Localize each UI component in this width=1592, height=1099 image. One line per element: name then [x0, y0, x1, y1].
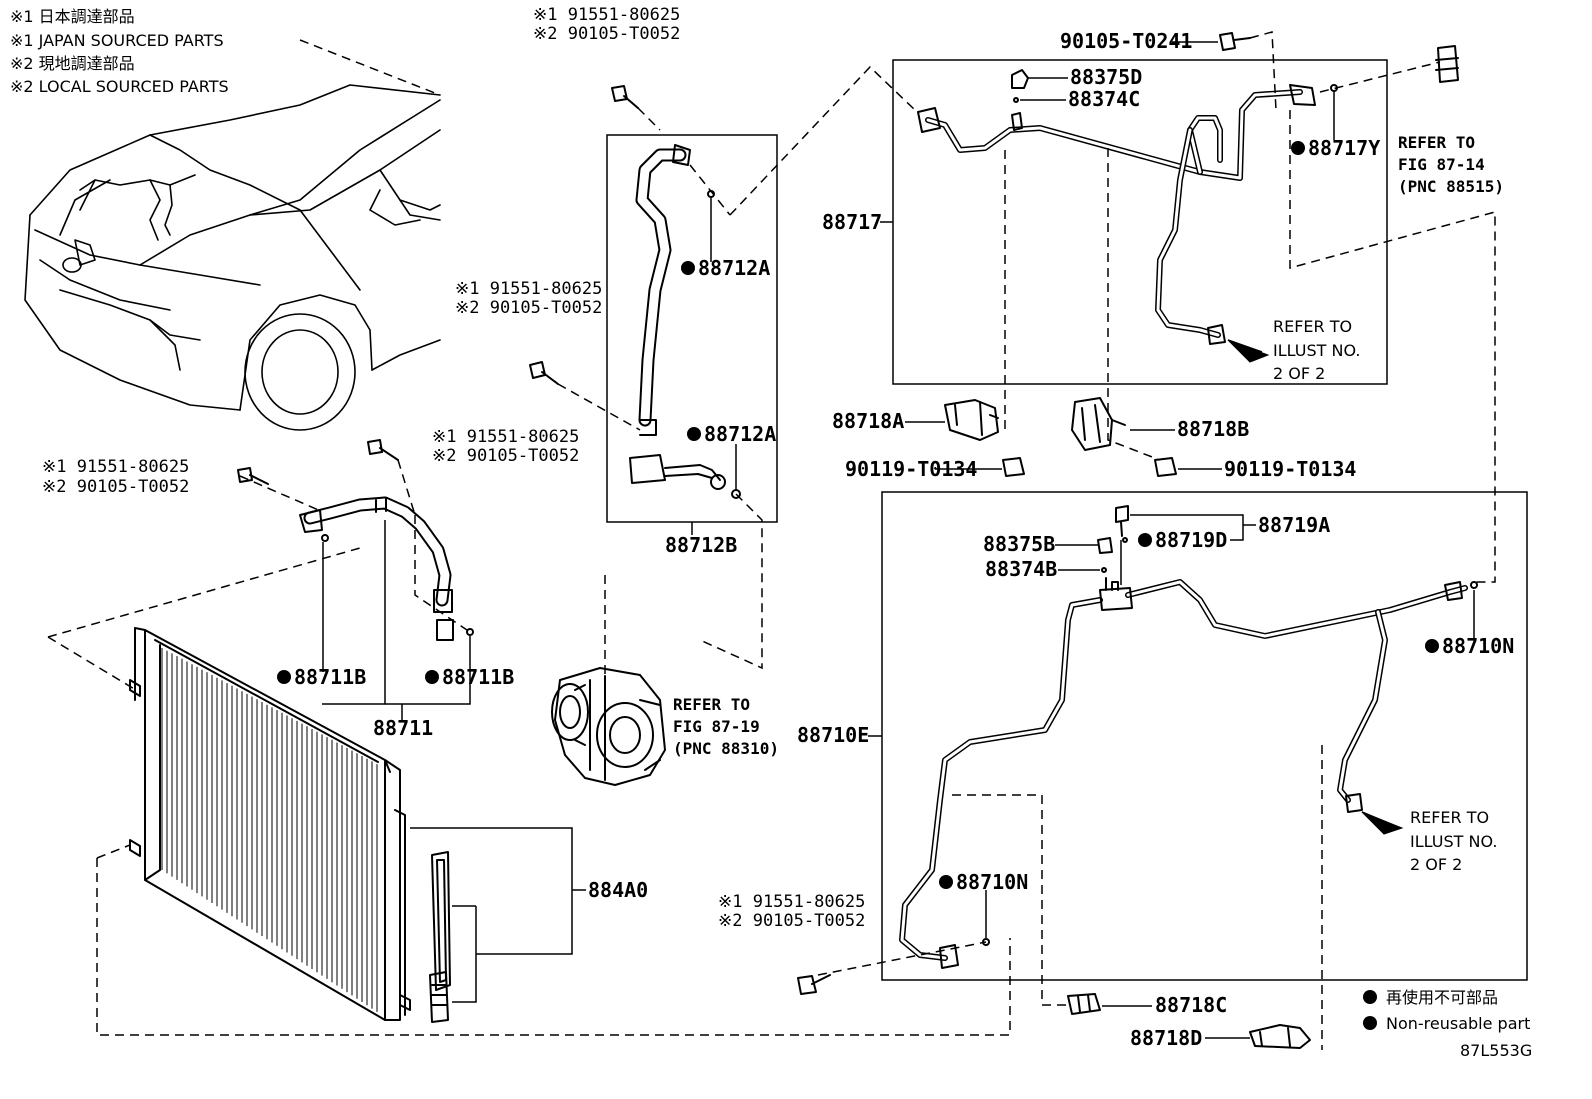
label-90119-T0134-left: 90119-T0134: [845, 457, 977, 481]
label-88712B: 88712B: [665, 533, 737, 557]
non-reusable-dot-icon: [277, 670, 291, 684]
label-88710N-right: 88710N: [1442, 634, 1514, 658]
refer-arrow-icon: [1227, 339, 1270, 363]
bolt-icon: [797, 974, 831, 995]
clamp-88718A: [944, 399, 999, 441]
label-88375D: 88375D: [1070, 65, 1142, 89]
callout-bolt-a-2: ※2 90105-T0052: [42, 477, 189, 497]
label-88710E: 88710E: [797, 723, 869, 747]
bolt-icon: [237, 467, 269, 485]
label-90119-T0134-right: 90119-T0134: [1224, 457, 1356, 481]
clamp-88718C: [1067, 993, 1101, 1015]
non-reusable-dot-icon: [939, 875, 953, 889]
ref3-line3: (PNC 88310): [673, 739, 779, 758]
label-88374B: 88374B: [985, 557, 1057, 581]
label-88718B: 88718B: [1177, 417, 1249, 441]
note-japan-jp: ※1 日本調達部品: [10, 7, 135, 26]
label-88717Y: 88717Y: [1308, 136, 1380, 160]
non-reusable-dot-icon: [1363, 1016, 1377, 1030]
callout-bolt-b-1: ※1 91551-80625: [432, 427, 579, 447]
pipe-88717-group: 88375D 88374C 88717Y 88717 REFER TO ILLU…: [822, 59, 1388, 385]
ref2-line1: REFER TO: [1273, 317, 1352, 336]
label-88712A-top: 88712A: [698, 256, 770, 280]
label-88718D: 88718D: [1130, 1026, 1202, 1050]
compressor-illustration: [551, 667, 666, 786]
legend-en: Non-reusable part: [1386, 1014, 1530, 1033]
refer-fig-87-14: REFER TO FIG 87-14 (PNC 88515): [1398, 133, 1504, 196]
ref1-line3: (PNC 88515): [1398, 177, 1504, 196]
ref1-line1: REFER TO: [1398, 133, 1475, 152]
note-local-jp: ※2 現地調達部品: [10, 54, 135, 73]
note-japan-en: ※1 JAPAN SOURCED PARTS: [10, 31, 224, 50]
label-88711: 88711: [373, 716, 433, 740]
label-88711B-right: 88711B: [442, 665, 514, 689]
non-reusable-dot-icon: [425, 670, 439, 684]
label-88711B-left: 88711B: [294, 665, 366, 689]
condenser-assembly: 884A0: [129, 627, 648, 1023]
legend: 再使用不可部品 Non-reusable part: [1363, 988, 1530, 1033]
label-88718A: 88718A: [832, 409, 904, 433]
label-88718C: 88718C: [1155, 993, 1227, 1017]
ref3-line1: REFER TO: [673, 695, 750, 714]
note-local-en: ※2 LOCAL SOURCED PARTS: [10, 77, 229, 96]
non-reusable-dot-icon: [1425, 639, 1439, 653]
label-88375B: 88375B: [983, 532, 1055, 556]
label-88710N-left: 88710N: [956, 870, 1028, 894]
bolt-icon: [1219, 32, 1251, 51]
callout-bolt-a-1: ※1 91551-80625: [42, 457, 189, 477]
label-88719A: 88719A: [1258, 513, 1330, 537]
label-88712A-bottom: 88712A: [704, 422, 776, 446]
clamp-88718B: [1071, 397, 1126, 451]
label-90105-T0241: 90105-T0241: [1060, 29, 1192, 53]
callout-bolt-e-1: ※1 91551-80625: [718, 892, 865, 912]
label-88374C: 88374C: [1068, 87, 1140, 111]
vehicle-sketch: [24, 39, 441, 431]
non-reusable-dot-icon: [1291, 141, 1305, 155]
callout-bolt-c-2: ※2 90105-T0052: [455, 298, 602, 318]
ref2-line2: ILLUST NO.: [1273, 341, 1360, 360]
bolt-icon: [1002, 457, 1025, 477]
non-reusable-dot-icon: [1138, 533, 1152, 547]
sourcing-notes: ※1 日本調達部品 ※1 JAPAN SOURCED PARTS ※2 現地調達…: [10, 7, 229, 96]
callout-bolt-c-1: ※1 91551-80625: [455, 279, 602, 299]
ref3-line2: FIG 87-19: [673, 717, 760, 736]
hose-88712B-group: 88712A 88712A 88712B: [606, 134, 778, 557]
legend-jp: 再使用不可部品: [1386, 988, 1498, 1007]
pipe-88710E-group: 88375B 88374B 88719D 88719A 88710N 88710…: [797, 491, 1528, 981]
label-88719D: 88719D: [1155, 528, 1227, 552]
bolt-icon: [611, 85, 639, 109]
ref4-line1: REFER TO: [1410, 808, 1489, 827]
callout-bolt-d-1: ※1 91551-80625: [533, 5, 680, 25]
bolt-icon: [529, 361, 559, 385]
refer-fig-87-19: REFER TO FIG 87-19 (PNC 88310): [673, 695, 779, 758]
ref4-line2: ILLUST NO.: [1410, 832, 1497, 851]
illustration-code: 87L553G: [1460, 1041, 1532, 1060]
label-884A0: 884A0: [588, 878, 648, 902]
non-reusable-dot-icon: [1363, 990, 1377, 1004]
ref4-line3: 2 OF 2: [1410, 855, 1462, 874]
ref1-line2: FIG 87-14: [1398, 155, 1485, 174]
bolt-icon: [1154, 457, 1177, 477]
pressure-switch-illustration: [1435, 45, 1459, 83]
callout-bolt-e-2: ※2 90105-T0052: [718, 911, 865, 931]
label-88717: 88717: [822, 210, 882, 234]
condenser-fins: [161, 648, 378, 1012]
clamp-88718D: [1249, 1024, 1311, 1049]
callout-bolt-b-2: ※2 90105-T0052: [432, 446, 579, 466]
non-reusable-dot-icon: [681, 261, 695, 275]
bolt-icon: [367, 439, 399, 461]
hose-88711: 88711B 88711B 88711: [277, 496, 514, 740]
callout-bolt-d-2: ※2 90105-T0052: [533, 24, 680, 44]
non-reusable-dot-icon: [687, 427, 701, 441]
ref2-line3: 2 OF 2: [1273, 364, 1325, 383]
